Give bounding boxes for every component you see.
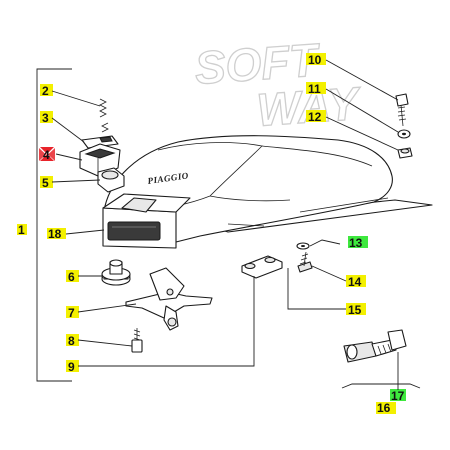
highlight-c13 (348, 236, 368, 248)
callout-14: 14 (348, 275, 362, 289)
highlight-c15 (346, 303, 366, 315)
callout-11: 11 (308, 82, 321, 96)
red-crosshair-marker (39, 147, 55, 161)
group-bracket-1 (36, 68, 72, 382)
part-4-lock-body (79, 143, 121, 177)
part-8-bolt (131, 328, 143, 353)
part-14-screw (297, 251, 313, 273)
callout-12: 12 (308, 110, 322, 124)
callout-18: 18 (48, 227, 62, 241)
highlight-c17 (390, 389, 406, 401)
group-bracket-16 (341, 383, 421, 389)
highlight-c5 (40, 176, 53, 188)
highlight-c18 (47, 228, 66, 239)
callout-4: 4 (43, 148, 50, 162)
callout-16: 16 (377, 401, 391, 415)
watermark-line-1: SOFT (193, 33, 323, 94)
callout-9: 9 (68, 360, 75, 374)
callout-13: 13 (349, 236, 363, 250)
highlight-c2 (40, 84, 53, 96)
part-13-washer (296, 242, 310, 250)
fuel-tank: PIAGGIO (102, 135, 433, 249)
callout-15: 15 (348, 303, 362, 317)
leader-lines (51, 59, 399, 390)
part-11-washer (397, 129, 411, 139)
part-5-lock-cylinder (97, 167, 125, 193)
callout-2: 2 (42, 84, 49, 98)
callout-5: 5 (42, 176, 49, 190)
callout-17: 17 (391, 389, 405, 403)
part-17-lock-and-key (343, 329, 407, 363)
watermark: SOFT WAY (192, 33, 364, 137)
callout-highlights (17, 53, 406, 414)
callout-numbers: 1 2 3 4 5 6 7 8 9 10 11 12 13 14 15 16 1… (18, 53, 405, 415)
highlight-c6 (66, 270, 79, 282)
highlight-c7 (66, 306, 79, 318)
part-3-latch-plate (81, 135, 119, 149)
part-6-grommet (101, 259, 131, 286)
callout-6: 6 (68, 270, 75, 284)
highlight-c8 (66, 334, 79, 346)
callout-3: 3 (42, 111, 49, 125)
part-7-bracket (125, 267, 213, 331)
callout-1: 1 (18, 223, 25, 237)
highlight-c11 (306, 82, 326, 94)
highlight-c1 (17, 224, 27, 235)
part-12-nut (397, 147, 413, 159)
callout-7: 7 (68, 306, 75, 320)
part-10-bolt (395, 93, 409, 127)
highlight-c14 (346, 275, 366, 287)
highlight-c3 (40, 111, 53, 123)
highlight-c16 (376, 402, 396, 414)
highlight-c10 (306, 53, 326, 65)
callout-8: 8 (68, 334, 75, 348)
highlight-c12 (306, 110, 326, 122)
highlight-c9 (66, 360, 79, 372)
part-15-rubber-mount (241, 255, 283, 279)
part-2-spring (99, 98, 109, 133)
callout-10: 10 (308, 53, 322, 67)
